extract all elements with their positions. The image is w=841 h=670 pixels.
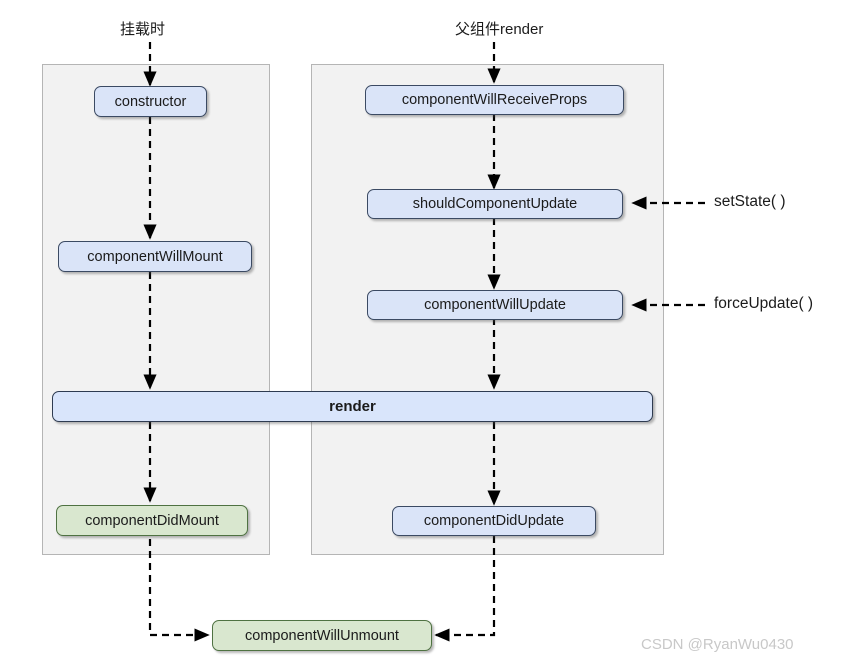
node-render[interactable]: render <box>52 391 653 422</box>
trigger-label-set-state: setState( ) <box>714 193 786 210</box>
node-component-did-mount[interactable]: componentDidMount <box>56 505 248 536</box>
node-component-will-receive-props[interactable]: componentWillReceiveProps <box>365 85 624 115</box>
node-constructor[interactable]: constructor <box>94 86 207 117</box>
mount-phase-title: 挂载时 <box>120 21 166 38</box>
watermark-text: CSDN @RyanWu0430 <box>641 636 794 653</box>
node-component-will-unmount[interactable]: componentWillUnmount <box>212 620 432 651</box>
node-should-component-update[interactable]: shouldComponentUpdate <box>367 189 623 219</box>
node-component-will-update[interactable]: componentWillUpdate <box>367 290 623 320</box>
node-component-did-update[interactable]: componentDidUpdate <box>392 506 596 536</box>
trigger-label-force-update: forceUpdate( ) <box>714 295 814 312</box>
update-phase-title: 父组件render <box>455 21 544 38</box>
node-component-will-mount[interactable]: componentWillMount <box>58 241 252 272</box>
mount-phase-panel <box>42 64 270 555</box>
